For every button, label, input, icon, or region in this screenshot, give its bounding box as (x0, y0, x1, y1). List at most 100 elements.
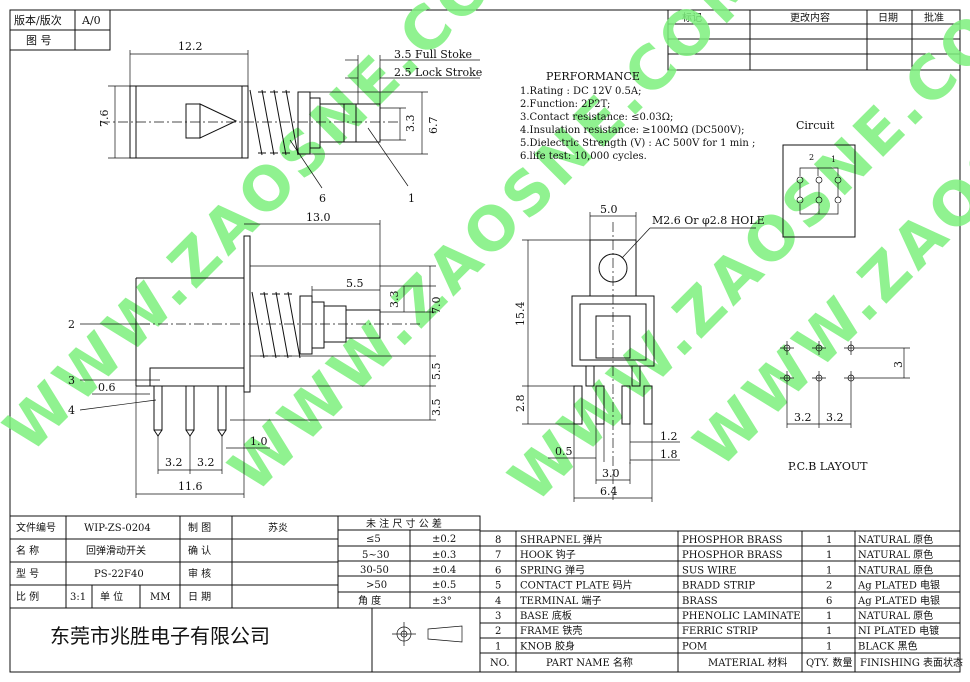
info-scale-value: 3:1 (70, 592, 86, 603)
bom-cell-no: 4 (495, 596, 501, 607)
side-view: 13.0 5.5 3.3 7.0 5.5 3.5 2 3 4 0.6 3.2 3… (68, 211, 443, 498)
bom-cell-no: 8 (495, 535, 501, 546)
performance-line-4: 4.Insulation resistance: ≥100MΩ (DC500V)… (520, 125, 745, 136)
bom-cell-finish: BLACK 黑色 (858, 639, 918, 652)
top-view: 12.2 3.5 Full Stoke 2.5 Lock Stroke 7.6 … (98, 40, 482, 205)
bom-table (479, 530, 961, 673)
tolerance-range-5: 角 度 (358, 594, 381, 607)
info-model-label: 型 号 (16, 567, 39, 580)
bom-cell-no: 3 (495, 611, 501, 622)
tolerance-value-3: ±0.4 (432, 565, 456, 576)
dim-side-right-b: 7.0 (430, 297, 443, 315)
revision-header-mark: 标记 (682, 12, 702, 24)
dim-height-left: 7.6 (98, 110, 111, 128)
dim-base-width: 11.6 (178, 480, 203, 493)
pcb-layout: 3.2 3.2 3 P.C.B LAYOUT (780, 341, 910, 473)
tolerance-range-3: 30-50 (360, 565, 389, 576)
bom-header-name: PART NAME 名称 (546, 656, 633, 669)
bom-cell-no: 7 (495, 550, 501, 561)
label-part-4: 4 (68, 404, 75, 417)
dim-pin-pitch-b: 3.2 (197, 456, 215, 469)
bom-cell-no: 6 (495, 565, 501, 576)
dim-front-right-a: 1.2 (660, 430, 678, 443)
info-name-label: 名 称 (16, 544, 39, 557)
drawing-no-label: 图 号 (26, 34, 52, 47)
dim-side-width: 13.0 (306, 211, 331, 224)
label-part-2: 2 (68, 318, 75, 331)
bom-cell-material: PHOSPHOR BRASS (682, 550, 783, 561)
tolerance-range-1: ≤5 (366, 534, 381, 545)
dim-pin-pitch-a: 3.2 (165, 456, 183, 469)
pcb-pitch-b: 3.2 (826, 411, 844, 424)
bom-cell-material: SUS WIRE (682, 565, 736, 576)
dim-full-stroke: 3.5 Full Stoke (394, 48, 472, 61)
pcb-pitch-a: 3.2 (794, 411, 812, 424)
dim-side-step: 5.5 (346, 277, 364, 290)
bom-cell-qty: 1 (826, 535, 832, 546)
bom-cell-material: FERRIC STRIP (682, 626, 758, 637)
dim-shaft-outer: 6.7 (427, 117, 440, 135)
tolerance-value-1: ±0.2 (432, 534, 456, 545)
circuit-label: Circuit (796, 119, 835, 132)
bom-cell-material: PHOSPHOR BRASS (682, 535, 783, 546)
bom-cell-name: SPRING 弹弓 (520, 563, 585, 576)
label-part-6: 6 (319, 192, 326, 205)
tolerance-range-4: >50 (366, 580, 387, 591)
bom-cell-name: BASE 底板 (520, 609, 572, 622)
front-view: 5.0 M2.6 Or φ2.8 HOLE 15.4 2.8 0.5 1.2 1… (514, 203, 765, 502)
dim-lock-stroke: 2.5 Lock Stroke (394, 66, 482, 79)
bom-cell-finish: NATURAL 原色 (858, 533, 933, 546)
info-unit-value: MM (150, 592, 170, 603)
info-name-value: 回弹滑动开关 (86, 544, 146, 557)
performance-line-5: 5.Dielectric Strength (V) : AC 500V for … (520, 138, 755, 149)
info-scale-label: 比 例 (16, 590, 39, 603)
performance-line-6: 6.life test: 10,000 cycles. (520, 151, 647, 162)
dim-front-right-b: 1.8 (660, 448, 678, 461)
tolerance-table: 未 注 尺 寸 公 差 ≤5 ±0.2 5~30 ±0.3 30-50 ±0.4… (337, 515, 481, 609)
bom-cell-qty: 6 (826, 596, 832, 607)
revision-header-approve: 批准 (924, 11, 944, 24)
bom-cell-qty: 1 (826, 611, 832, 622)
dim-front-pin-len: 2.8 (514, 395, 527, 413)
info-unit-label: 单 位 (100, 590, 123, 603)
pcb-row: 3 (892, 361, 905, 368)
bom-cell-finish: Ag PLATED 电银 (857, 579, 940, 592)
bom-cell-qty: 1 (826, 641, 832, 652)
bom-cell-name: KNOB 胶身 (520, 639, 575, 652)
dim-side-right-a: 3.3 (388, 291, 401, 309)
bom-cell-material: PHENOLIC LAMINATE (682, 611, 801, 622)
tolerance-range-2: 5~30 (362, 550, 389, 561)
dim-front-body: 6.4 (600, 485, 618, 498)
dim-side-right-d: 3.5 (430, 399, 443, 417)
info-model-value: PS-22F40 (94, 569, 144, 580)
dim-front-pin-span: 3.0 (602, 467, 620, 480)
info-file-value: WIP-ZS-0204 (84, 523, 151, 534)
dim-front-pin-w: 0.5 (555, 445, 573, 458)
bom-header-material: MATERIAL 材料 (708, 656, 787, 669)
pcb-label: P.C.B LAYOUT (788, 460, 868, 473)
bom-header-no: NO. (490, 658, 510, 669)
bom-cell-material: BRASS (682, 596, 718, 607)
circuit-pin-2: 2 (809, 153, 814, 162)
performance-line-1: 1.Rating : DC 12V 0.5A; (520, 86, 642, 97)
bom-cell-finish: NATURAL 原色 (858, 563, 933, 576)
circuit-pin-1: 1 (831, 155, 836, 164)
bom-cell-name: SHRAPNEL 弹片 (520, 533, 603, 546)
bom-cell-no: 2 (495, 626, 501, 637)
tolerance-header: 未 注 尺 寸 公 差 (366, 517, 442, 530)
tolerance-value-5: ±3° (432, 596, 452, 607)
info-confirm-label: 确 认 (188, 544, 211, 557)
dim-front-top: 5.0 (600, 203, 618, 216)
bom-cell-name: CONTACT PLATE 码片 (520, 579, 633, 592)
label-part-3: 3 (68, 374, 75, 387)
dim-top-width: 12.2 (178, 40, 203, 53)
bom-cell-name: FRAME 铁壳 (520, 624, 582, 637)
bom-cell-finish: NI PLATED 电镀 (858, 624, 939, 637)
bom-cell-finish: NATURAL 原色 (858, 609, 933, 622)
performance-line-3: 3.Contact resistance: ≤0.03Ω; (520, 112, 673, 123)
version-block: 版本/版次 A/0 图 号 (9, 9, 111, 51)
bom-cell-material: BRADD STRIP (682, 581, 755, 592)
dim-shaft-inner: 3.3 (404, 115, 417, 133)
